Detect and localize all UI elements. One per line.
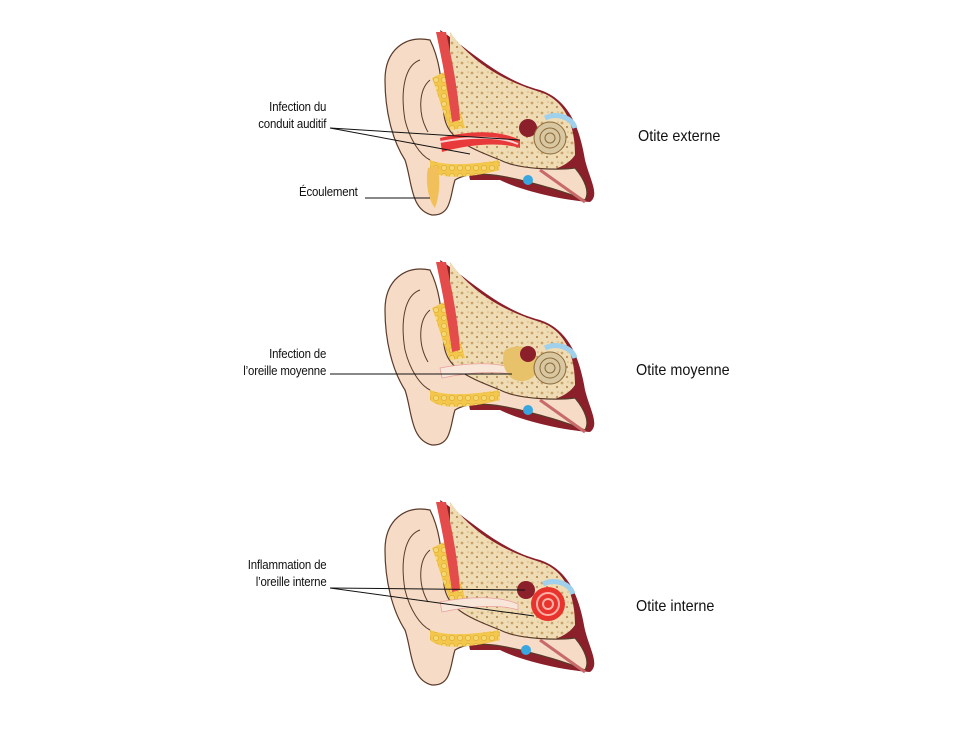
panel-otite-moyenne: Infection de l’oreille moyenne Otite moy… [0, 250, 960, 490]
label-line: Inflammation de [247, 557, 326, 572]
label-line: conduit auditif [258, 116, 326, 131]
ear-cross-section [329, 30, 595, 216]
label-line: Infection de [268, 346, 326, 361]
ear-cross-section [329, 500, 595, 686]
leader-line [329, 127, 471, 155]
label-line: l’oreille moyenne [243, 363, 326, 378]
panel-title: Otite externe [638, 128, 721, 145]
label-line: Écoulement [299, 184, 358, 199]
leader-line [329, 587, 526, 591]
panel-title: Otite interne [636, 598, 715, 615]
label-ecoulement: Écoulement [299, 183, 358, 200]
label-line: Infection du [268, 99, 326, 114]
panel-otite-interne: Inflammation de l’oreille interne Otite … [0, 490, 960, 730]
ear-cross-section [330, 260, 595, 446]
label-infection-oreille-moyenne: Infection de l’oreille moyenne [243, 345, 326, 379]
panel-title: Otite moyenne [636, 362, 730, 379]
leader-line [329, 127, 521, 141]
label-inflammation-oreille-interne: Inflammation de l’oreille interne [247, 556, 326, 590]
label-infection-conduit: Infection du conduit auditif [258, 98, 326, 132]
label-line: l’oreille interne [255, 574, 326, 589]
leader-line [329, 587, 535, 617]
panel-otite-externe: Infection du conduit auditif Écoulement … [0, 20, 960, 260]
